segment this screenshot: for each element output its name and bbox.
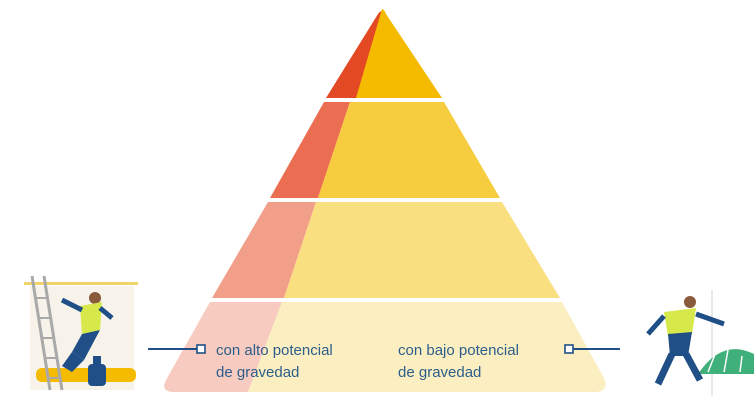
- connector-high: [148, 344, 206, 354]
- pyramid-level-3: [212, 202, 560, 298]
- label-high-line-2: de gravedad: [216, 364, 300, 381]
- connector-low: [564, 344, 620, 354]
- label-low-line-2: de gravedad: [398, 364, 482, 381]
- pyramid-level-2: [270, 102, 500, 198]
- connector-high-square: [196, 344, 206, 354]
- connector-low-square: [564, 344, 574, 354]
- label-low-severity: con bajo potencial de gravedad: [398, 340, 519, 384]
- pyramid-level-1: [326, 9, 442, 98]
- pyramid-level-1-left: [326, 11, 386, 98]
- pyramid-level-3-right: [284, 202, 560, 298]
- label-low-line-1: con bajo potencial: [398, 342, 519, 359]
- pyramid-level-2-left: [270, 102, 350, 198]
- pyramid-level-1-right: [356, 9, 442, 98]
- label-high-line-1: con alto potencial: [216, 342, 333, 359]
- pyramid-level-4-right: [248, 302, 606, 392]
- pyramid-level-4-left: [164, 302, 282, 392]
- worker-falling-from-ladder-icon: [24, 275, 138, 391]
- label-high-severity: con alto potencial de gravedad: [216, 340, 333, 384]
- worker-slipping-icon: [646, 290, 754, 396]
- pyramid-level-4: [164, 302, 606, 392]
- pyramid-level-2-right: [318, 102, 500, 198]
- pyramid-level-3-left: [212, 202, 316, 298]
